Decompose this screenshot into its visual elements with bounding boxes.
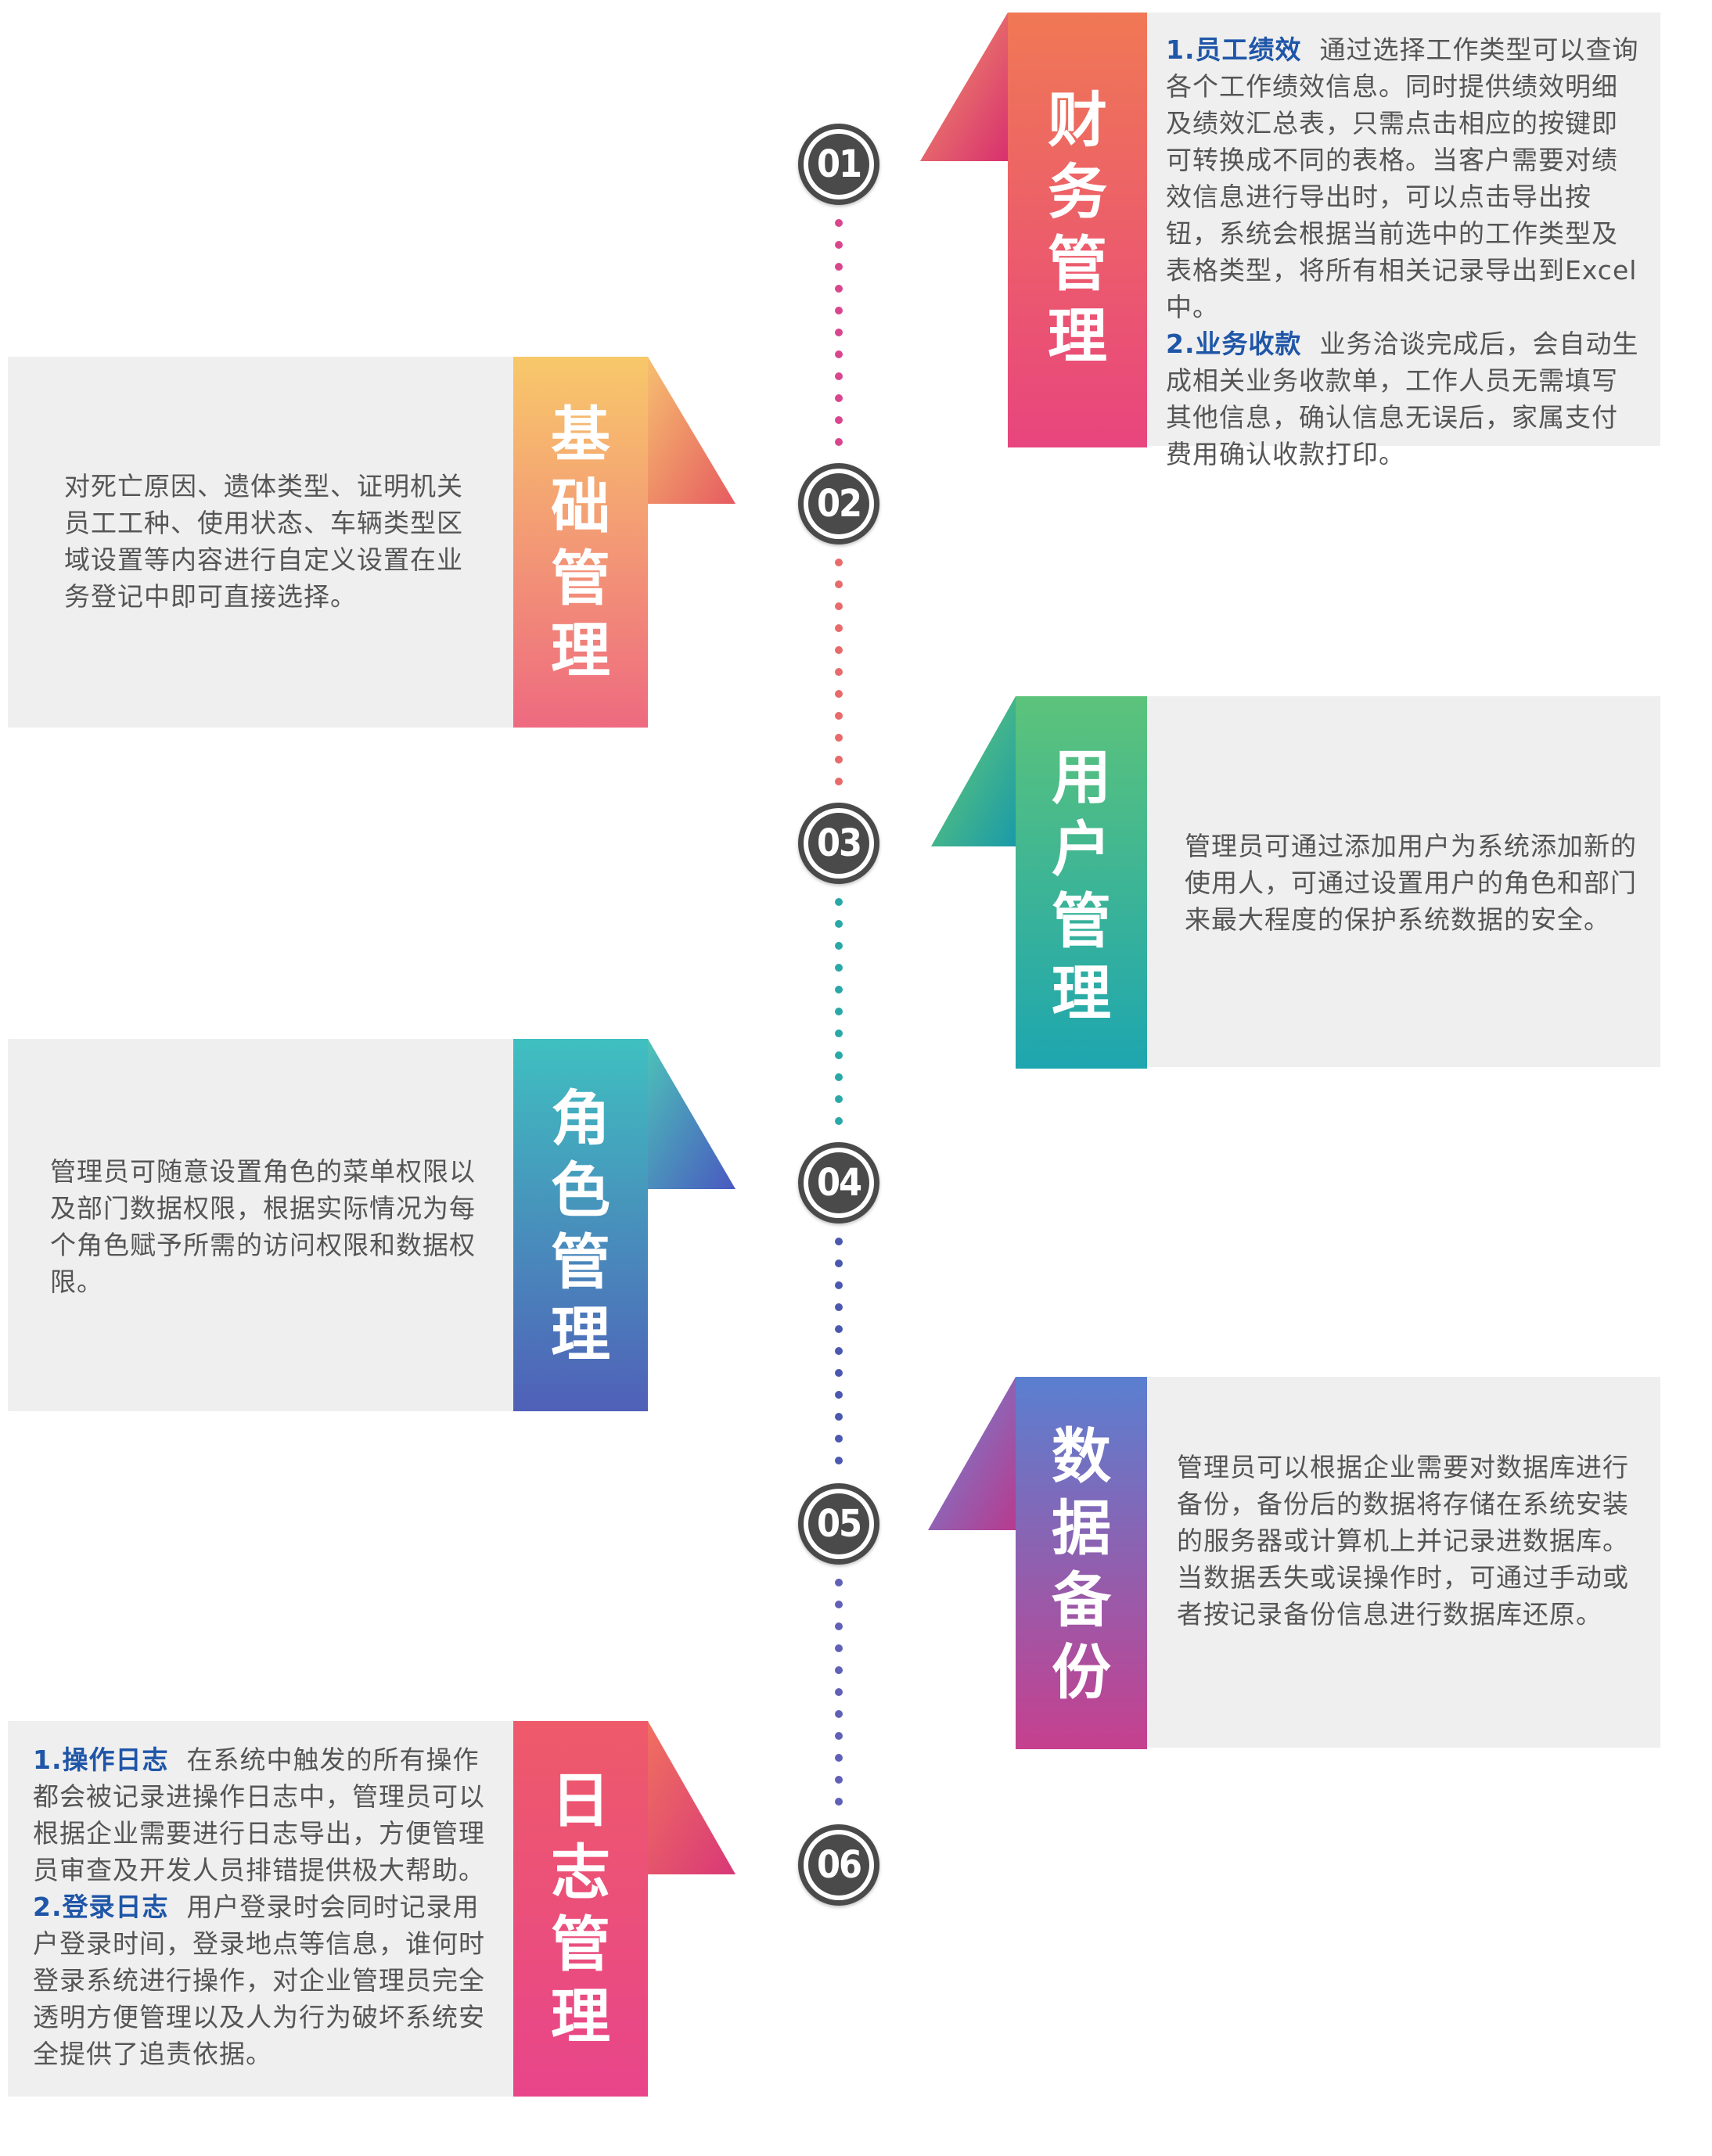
text-01: 1.员工绩效 通过选择工作类型可以查询各个工作绩效信息。同时提供绩效明细及绩效汇… xyxy=(1166,31,1643,473)
ribbon-06 xyxy=(513,1721,736,2097)
timeline-dot xyxy=(835,690,843,698)
item-heading: 1.操作日志 xyxy=(33,1745,169,1775)
timeline-dot xyxy=(835,1325,843,1333)
timeline-dot xyxy=(835,285,843,293)
card-04 xyxy=(8,1039,513,1411)
timeline-dot xyxy=(835,1413,843,1421)
timeline-dot xyxy=(835,624,843,632)
timeline-dot xyxy=(835,438,843,446)
timeline-dot xyxy=(835,920,843,928)
timeline-dot xyxy=(835,372,843,380)
text-03: 管理员可通过添加用户为系统添加新的使用人，可通过设置用户的角色和部门来最大程度的… xyxy=(1185,831,1637,935)
timeline-dot xyxy=(835,1798,843,1806)
timeline-dot xyxy=(835,1457,843,1464)
timeline-dot xyxy=(835,778,843,785)
step-badge-02: 02 xyxy=(798,463,879,544)
timeline-dot xyxy=(835,329,843,336)
ribbon-01 xyxy=(920,13,1147,447)
timeline-dot xyxy=(835,602,843,610)
card-05 xyxy=(1146,1377,1660,1748)
timeline-dot xyxy=(835,1303,843,1311)
timeline-dot xyxy=(835,1347,843,1355)
timeline-dot xyxy=(835,1238,843,1245)
timeline-dot xyxy=(835,1391,843,1399)
timeline-dot xyxy=(835,1435,843,1443)
timeline-dot xyxy=(835,712,843,720)
timeline-dot xyxy=(835,668,843,676)
timeline-dot xyxy=(835,734,843,742)
timeline-dot xyxy=(835,1029,843,1037)
timeline-dot xyxy=(835,1732,843,1740)
step-badge-01: 01 xyxy=(798,124,879,205)
timeline-dot xyxy=(835,942,843,950)
title-01: 财务管理 xyxy=(1048,85,1107,371)
ribbon-02 xyxy=(513,357,736,728)
item-heading: 1.员工绩效 xyxy=(1166,34,1302,65)
ribbon-04 xyxy=(513,1039,736,1411)
timeline-dot xyxy=(835,1051,843,1059)
ribbon-05 xyxy=(928,1377,1147,1749)
card-01 xyxy=(1146,13,1660,446)
card-06 xyxy=(8,1721,513,2097)
title-02: 基础管理 xyxy=(551,400,610,685)
timeline-dot xyxy=(835,1281,843,1289)
timeline-dot xyxy=(835,1008,843,1015)
timeline-dot xyxy=(835,898,843,906)
timeline-dot xyxy=(835,1754,843,1762)
step-badge-06: 06 xyxy=(798,1824,879,1906)
timeline-dot xyxy=(835,241,843,249)
item-text: 业务洽谈完成后，会自动生成相关业务收款单，工作人员无需填写其他信息，确认信息无误… xyxy=(1166,329,1639,469)
item-text: 在系统中触发的所有操作都会被记录进操作日志中，管理员可以根据企业需要进行日志导出… xyxy=(33,1745,485,1885)
timeline-dot xyxy=(835,350,843,358)
step-badge-03: 03 xyxy=(798,803,879,884)
timeline-dot xyxy=(835,219,843,227)
title-03: 用户管理 xyxy=(1052,742,1111,1028)
timeline-dot xyxy=(835,559,843,566)
title-06: 日志管理 xyxy=(551,1766,610,2051)
timeline-dot xyxy=(835,964,843,972)
item-heading: 2.业务收款 xyxy=(1166,329,1302,359)
card-02 xyxy=(8,357,513,728)
timeline-dot xyxy=(835,646,843,654)
timeline-dot xyxy=(835,416,843,424)
item-text: 用户登录时会同时记录用户登录时间，登录地点等信息，谁何时登录系统进行操作，对企业… xyxy=(33,1892,485,2069)
text-05: 管理员可以根据企业需要对数据库进行备份，备份后的数据将存储在系统安装的服务器或计… xyxy=(1177,1452,1629,1630)
timeline-dot xyxy=(835,394,843,402)
timeline-dot xyxy=(835,580,843,588)
timeline-dot xyxy=(835,307,843,314)
timeline-dot xyxy=(835,1601,843,1608)
text-02: 对死亡原因、遗体类型、证明机关员工工种、使用状态、车辆类型区域设置等内容进行自定… xyxy=(64,471,463,612)
step-badge-04: 04 xyxy=(798,1142,879,1224)
timeline-dot xyxy=(835,1688,843,1696)
timeline-dot xyxy=(835,1117,843,1125)
text-06: 1.操作日志 在系统中触发的所有操作都会被记录进操作日志中，管理员可以根据企业需… xyxy=(33,1741,495,2072)
item-heading: 2.登录日志 xyxy=(33,1892,169,1922)
title-04: 角色管理 xyxy=(551,1083,610,1369)
item-text: 通过选择工作类型可以查询各个工作绩效信息。同时提供绩效明细及绩效汇总表，只需点击… xyxy=(1166,34,1639,322)
timeline-dot xyxy=(835,1644,843,1652)
timeline-dot xyxy=(835,1622,843,1630)
timeline-dot xyxy=(835,756,843,764)
ribbon-03 xyxy=(931,696,1147,1069)
timeline-dot xyxy=(835,986,843,994)
timeline-dot xyxy=(835,1259,843,1267)
timeline-dot xyxy=(835,1710,843,1718)
timeline-dot xyxy=(835,1095,843,1103)
card-03 xyxy=(1146,696,1660,1067)
title-05: 数据备份 xyxy=(1052,1421,1111,1707)
step-badge-05: 05 xyxy=(798,1483,879,1565)
timeline-dot xyxy=(835,263,843,271)
timeline-dot xyxy=(835,1666,843,1674)
timeline-dot xyxy=(835,1776,843,1784)
timeline-dot xyxy=(835,1369,843,1377)
timeline-dot xyxy=(835,1579,843,1586)
text-04: 管理员可随意设置角色的菜单权限以及部门数据权限，根据实际情况为每个角色赋予所需的… xyxy=(50,1156,476,1297)
timeline-dot xyxy=(835,1073,843,1081)
